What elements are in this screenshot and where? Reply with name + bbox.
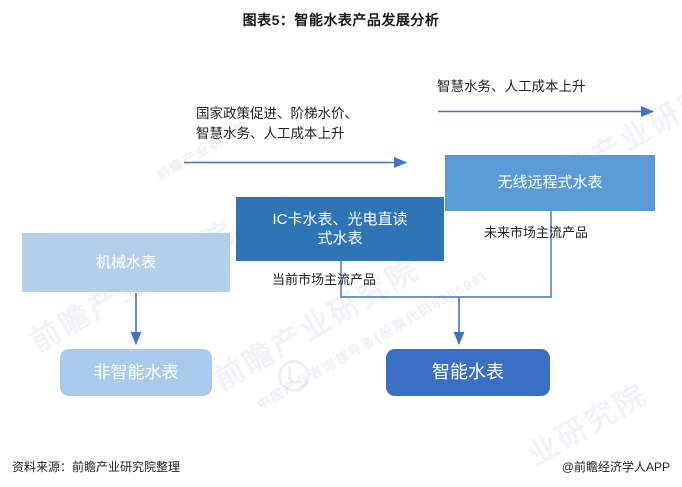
label-future-mainstream: 未来市场主流产品 bbox=[484, 225, 589, 240]
label-drivers-left-line1: 国家政策促进、阶梯水价、 bbox=[196, 106, 358, 121]
node-label: 非智能水表 bbox=[93, 362, 179, 382]
node-ic-photoelectric-meter[interactable]: IC卡水表、光电直读 式水表 bbox=[236, 197, 444, 261]
label-current-mainstream: 当前市场主流产品 bbox=[272, 272, 377, 287]
source-note: 资料来源：前瞻产业研究院整理 bbox=[12, 460, 181, 474]
label-drivers-right: 智慧水务、人工成本上升 bbox=[437, 79, 586, 94]
node-smart-meter[interactable]: 智能水表 bbox=[386, 349, 550, 396]
node-label: 智能水表 bbox=[432, 361, 504, 382]
node-mechanical-meter[interactable]: 机械水表 bbox=[22, 233, 230, 292]
label-drivers-left-line2: 智慧水务、人工成本上升 bbox=[196, 125, 345, 141]
page-title: 图表5：智能水表产品发展分析 bbox=[242, 12, 440, 28]
node-label-line2: 式水表 bbox=[317, 230, 363, 247]
watermark-logo-icon bbox=[278, 360, 310, 392]
label-drivers-left: 国家政策促进、阶梯水价、 智慧水务、人工成本上升 bbox=[196, 104, 358, 143]
node-label: IC卡水表、光电直读 式水表 bbox=[272, 210, 407, 248]
credit-note: @前瞻经济学人APP bbox=[561, 460, 670, 474]
node-label: 机械水表 bbox=[95, 253, 156, 271]
node-label: 无线远程式水表 bbox=[497, 174, 603, 192]
node-non-smart-meter[interactable]: 非智能水表 bbox=[60, 349, 212, 396]
node-wireless-remote-meter[interactable]: 无线远程式水表 bbox=[445, 155, 655, 211]
node-label-line1: IC卡水表、光电直读 bbox=[272, 210, 408, 228]
